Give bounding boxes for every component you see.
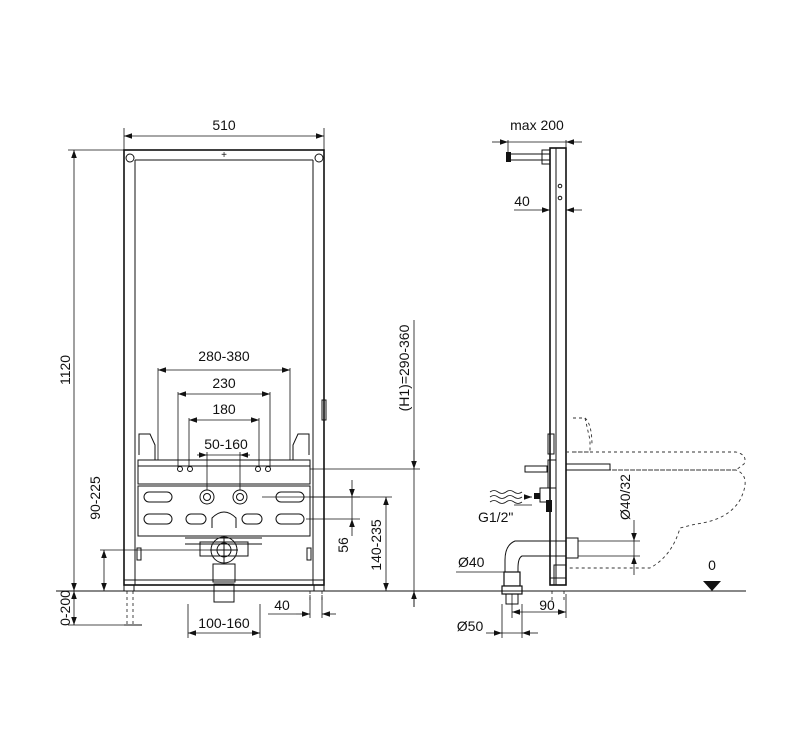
dim-label-90: 90 (539, 597, 555, 613)
dim-230: 230 (177, 375, 271, 467)
dim-label-510: 510 (212, 117, 236, 133)
dim-label-40-side: 40 (514, 193, 530, 209)
dim-label-0-200: 0-200 (57, 590, 73, 626)
dim-d50: Ø50 (457, 604, 538, 638)
dim-label-h1: (H1)=290-360 (396, 324, 412, 411)
mount-hole-right (314, 153, 324, 163)
dim-label-230: 230 (212, 375, 236, 391)
dim-label-56: 56 (335, 537, 351, 553)
dim-40-side: 40 (514, 193, 582, 216)
dim-50-160: 50-160 (197, 436, 250, 490)
dim-label-d40-32: Ø40/32 (617, 474, 633, 520)
dim-label-90-225: 90-225 (87, 476, 103, 520)
frame-feet (123, 584, 325, 626)
dim-90-225: 90-225 (87, 476, 210, 591)
dim-label-1120: 1120 (57, 355, 73, 385)
dim-label-180: 180 (212, 401, 236, 417)
svg-text:+: + (221, 150, 227, 161)
frame-side (546, 147, 567, 600)
bidet-outline (566, 417, 746, 569)
dim-1120: 1120 (57, 149, 124, 591)
dim-label-d50: Ø50 (457, 618, 484, 634)
front-view: 510 + (56, 117, 440, 638)
dim-280-380: 280-380 (157, 348, 291, 460)
dim-100-160: 100-160 (187, 604, 261, 638)
dim-label-40-front: 40 (274, 597, 290, 613)
floor-level-marker: 0 (703, 557, 721, 591)
mounting-plate (137, 459, 311, 537)
dim-d40-32: Ø40/32 (578, 474, 640, 575)
dim-180: 180 (188, 401, 260, 467)
dim-0-200: 0-200 (57, 590, 124, 626)
dim-40-front: 40 (268, 595, 336, 618)
dim-label-zero: 0 (708, 557, 716, 573)
label-g12: G1/2" (478, 490, 532, 525)
side-view: max 200 40 (440, 117, 746, 638)
dim-label-50-160: 50-160 (204, 436, 248, 452)
dim-label-max200: max 200 (510, 117, 564, 133)
water-valve (524, 463, 611, 503)
dim-label-280-380: 280-380 (198, 348, 250, 364)
installation-frame: + (123, 149, 327, 586)
dim-140-235: 140-235 (310, 496, 392, 591)
dim-label-140-235: 140-235 (368, 519, 384, 571)
dim-label-d40: Ø40 (458, 554, 485, 570)
dim-label-g12: G1/2" (478, 509, 513, 525)
mount-hole-left (125, 153, 135, 163)
dim-width-510: 510 (123, 117, 325, 150)
dim-max200: max 200 (492, 117, 582, 157)
dim-d40: Ø40 (456, 554, 505, 573)
dim-h1: (H1)=290-360 (310, 320, 420, 607)
dim-90: 90 (511, 594, 567, 618)
wall-anchor (506, 149, 551, 165)
dim-label-100-160: 100-160 (198, 615, 250, 631)
waste-outlet (185, 536, 262, 603)
